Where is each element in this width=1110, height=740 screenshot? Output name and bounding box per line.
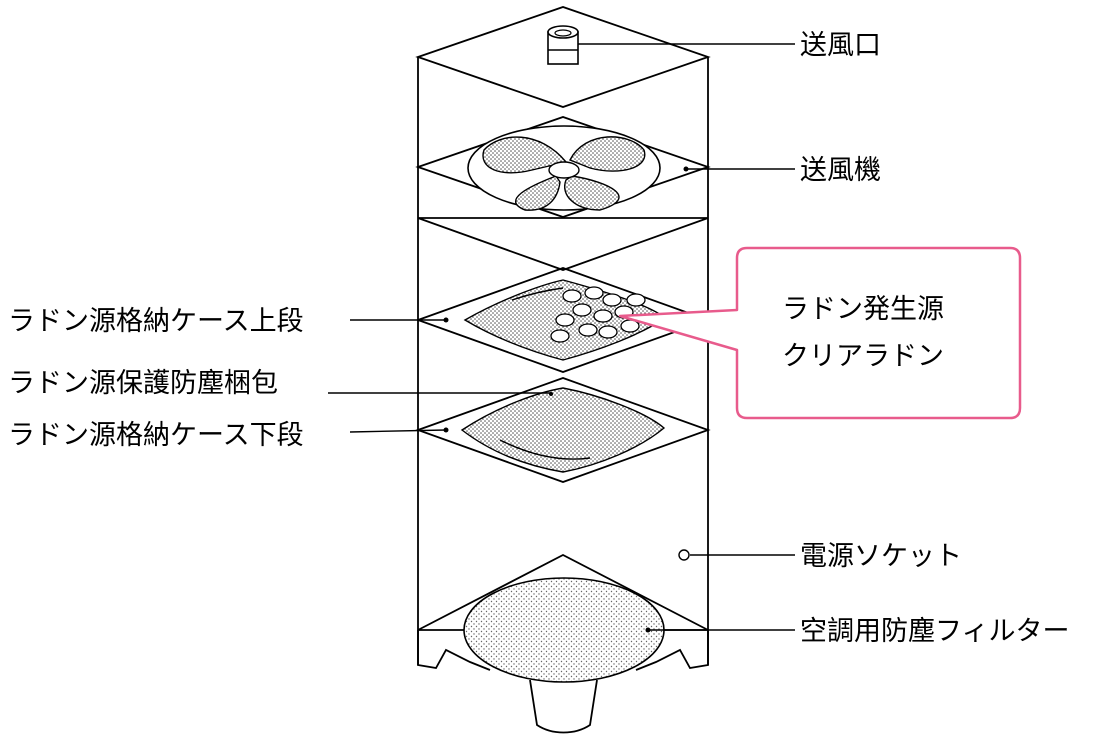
label-upper-case: ラドン源格納ケース上段 — [8, 306, 304, 337]
bottom-filter-base — [417, 553, 709, 734]
housing-outline — [417, 57, 709, 665]
lower-case-tray — [415, 377, 711, 483]
label-socket: 電源ソケット — [800, 541, 962, 572]
top-lid — [415, 6, 711, 108]
air-outlet-nozzle — [547, 25, 579, 65]
label-filter: 空調用防塵フィルター — [800, 616, 1069, 647]
leader-lines — [328, 43, 795, 631]
label-lower-case: ラドン源格納ケース下段 — [8, 420, 304, 451]
radon-source-callout: ラドン発生源 クリアラドン — [618, 246, 1022, 420]
callout-line1: ラドン発生源 — [782, 294, 944, 325]
callout-line2: クリアラドン — [782, 341, 944, 372]
label-blower: 送風機 — [800, 155, 881, 186]
label-protective-pack: ラドン源保護防塵梱包 — [8, 368, 278, 399]
spacer-plate — [417, 217, 709, 271]
power-socket-icon — [678, 549, 690, 561]
blower-fan-tray — [415, 116, 711, 218]
label-outlet: 送風口 — [800, 30, 881, 61]
